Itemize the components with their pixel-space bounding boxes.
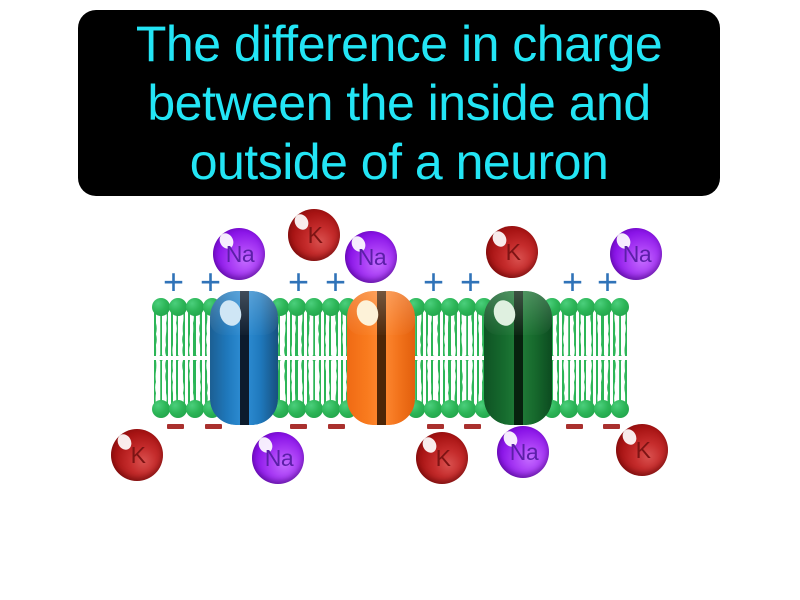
negative-charge-2 [205,424,222,429]
negative-charge-5 [427,424,444,429]
phospholipid-head [186,298,204,316]
ion-channel-green[interactable] [484,291,552,425]
positive-charge-2: + [200,261,222,302]
extracellular-ion-sodium-3[interactable]: Na [345,231,397,283]
phospholipid [577,298,595,358]
phospholipid [305,298,323,358]
ion-label: K [130,441,146,468]
phospholipid-head [152,298,170,316]
phospholipid [441,358,459,418]
extracellular-ion-potassium-2[interactable]: K [288,209,340,261]
negative-charge-1 [167,424,184,429]
phospholipid-head [441,400,459,418]
positive-charge-1: + [163,261,185,302]
phospholipid-head [169,298,187,316]
ion-label: Na [357,243,387,270]
phospholipid [424,358,442,418]
positive-charge-4: + [325,261,347,302]
phospholipid-head [441,298,459,316]
positive-charge-7: + [562,261,584,302]
title-line-3: outside of a neuron [189,133,609,190]
phospholipid [577,358,595,418]
phospholipid-head [577,400,595,418]
intracellular-ion-potassium-3[interactable]: K [416,432,468,484]
phospholipid [288,358,306,418]
positive-charge-8: + [597,261,619,302]
ion-label: K [635,436,651,463]
phospholipid [169,298,187,358]
negative-charge-4 [328,424,345,429]
phospholipid-head [305,298,323,316]
phospholipid [441,298,459,358]
phospholipid [152,298,170,358]
intracellular-ion-sodium-2[interactable]: Na [252,432,304,484]
title-line-2: between the inside and [147,74,651,131]
extracellular-ion-sodium-5[interactable]: Na [610,228,662,280]
phospholipid [611,358,629,418]
phospholipid-head [322,400,340,418]
phospholipid-head [424,298,442,316]
phospholipid-head [186,400,204,418]
phospholipid [611,298,629,358]
intracellular-ion-potassium-5[interactable]: K [616,424,668,476]
ion-label: Na [509,438,539,465]
ion-channel-orange[interactable] [347,291,415,425]
phospholipid [152,358,170,418]
phospholipid [305,358,323,418]
phospholipid [560,298,578,358]
extracellular-ion-sodium-1[interactable]: Na [213,228,265,280]
phospholipid [458,358,476,418]
channel-pore [514,291,523,425]
phospholipid [560,358,578,418]
negative-charge-6 [464,424,481,429]
channel-pore [377,291,386,425]
title-line-1: The difference in charge [135,15,663,72]
phospholipid-head [288,298,306,316]
ion-label: K [505,238,521,265]
phospholipid-head [152,400,170,418]
phospholipid-head [560,400,578,418]
phospholipid-head [305,400,323,418]
phospholipid-head [594,298,612,316]
positive-charge-5: + [423,261,445,302]
phospholipid [322,298,340,358]
ion-label: Na [225,240,255,267]
ion-channel-blue[interactable] [210,291,278,425]
phospholipid [458,298,476,358]
extracellular-ion-potassium-4[interactable]: K [486,226,538,278]
phospholipid [288,298,306,358]
phospholipid-head [322,298,340,316]
phospholipid-head [458,400,476,418]
phospholipid [186,358,204,418]
positive-charge-6: + [460,261,482,302]
phospholipid-head [611,298,629,316]
phospholipid [424,298,442,358]
negative-charge-8 [603,424,620,429]
negative-charge-3 [290,424,307,429]
channel-pore [240,291,249,425]
phospholipid-head [458,298,476,316]
ion-label: Na [264,444,294,471]
phospholipid [322,358,340,418]
phospholipid-head [577,298,595,316]
positive-charge-3: + [288,261,310,302]
ion-label: K [307,221,323,248]
phospholipid [186,298,204,358]
intracellular-ion-sodium-4[interactable]: Na [497,426,549,478]
phospholipid-head [594,400,612,418]
phospholipid [169,358,187,418]
ion-label: K [435,444,451,471]
definition-title-card: The difference in charge between the ins… [78,10,720,196]
ion-label: Na [622,240,652,267]
negative-charge-7 [566,424,583,429]
phospholipid-head [288,400,306,418]
phospholipid [594,298,612,358]
intracellular-ion-potassium-1[interactable]: K [111,429,163,481]
phospholipid-head [424,400,442,418]
phospholipid-head [169,400,187,418]
phospholipid-head [611,400,629,418]
phospholipid [594,358,612,418]
phospholipid-head [560,298,578,316]
